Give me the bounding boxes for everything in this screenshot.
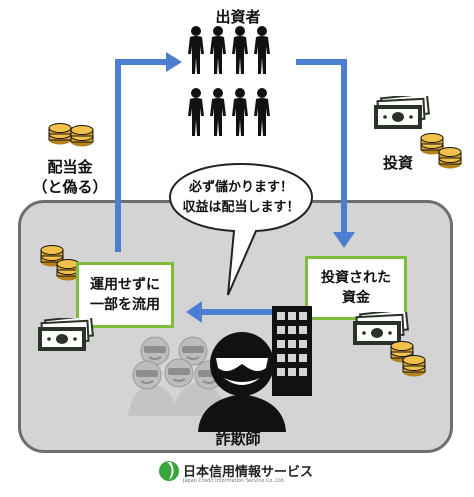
footer-org-english: Japan Credit Information Service Co.,Ltd… (183, 478, 285, 484)
speech-line-1: 必ず儲かります！ (188, 180, 293, 195)
misuse-line-2: 一部を流用 (90, 297, 160, 313)
investment-bills-icon (374, 96, 430, 130)
building-icon (272, 306, 312, 396)
dividend-coin-icon (70, 125, 94, 147)
investment-arrow (296, 59, 347, 234)
misuse-line-1: 運用せずに (90, 277, 160, 293)
misuse-box: 運用せずに 一部を流用 (76, 262, 174, 328)
fraudster-label: 詐欺師 (215, 430, 261, 448)
speech-text: 必ず儲かります！ 収益は配当します！ (172, 178, 310, 218)
misuse-bills-icon (38, 318, 94, 352)
jcis-logo-icon (159, 461, 179, 481)
investment-label: 投資 (382, 154, 413, 172)
invested-line-2: 資金 (342, 290, 370, 306)
misuse-arrow-head (186, 301, 202, 323)
dividend-arrow-head (166, 52, 182, 72)
fraudster-icon (198, 332, 286, 432)
invested-funds-box: 投資された 資金 (305, 256, 407, 320)
speech-line-2: 収益は配当します！ (182, 200, 300, 215)
investors-label: 出資者 (215, 8, 261, 26)
invested-coin-icon (402, 355, 426, 377)
dividend-fake-note: （と偽る） (32, 178, 108, 196)
investment-arrow-head (333, 232, 355, 248)
speech-bubble (168, 162, 314, 296)
dividend-arrow (115, 59, 168, 252)
investment-coin-icon (438, 147, 462, 169)
invested-line-1: 投資された (321, 270, 391, 286)
footer-org-name: 日本信用情報サービス (183, 465, 314, 480)
dividend-label: 配当金 (47, 158, 93, 176)
